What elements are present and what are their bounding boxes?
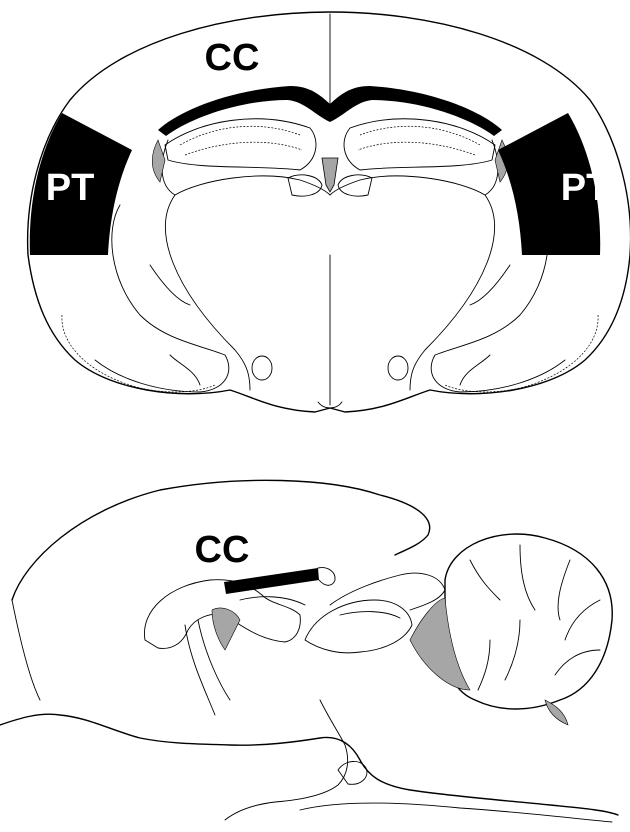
sagittal-gray-ventricle (212, 608, 240, 650)
coronal-pt-label-right: PT (561, 167, 610, 209)
sagittal-base-outline (0, 714, 618, 815)
sagittal-frontal-edge (12, 600, 40, 700)
sagittal-cc-label: CC (195, 529, 250, 571)
sagittal-cerebellum (444, 534, 612, 709)
sagittal-cc-extension (318, 568, 335, 586)
coronal-pt-label-left: PT (46, 167, 95, 209)
sagittal-gray-lower (545, 700, 568, 725)
coronal-cc-label: CC (205, 37, 260, 79)
sagittal-section: CC (0, 480, 618, 822)
sagittal-thalamus (305, 600, 412, 653)
coronal-section: CC PT PT (28, 12, 630, 412)
